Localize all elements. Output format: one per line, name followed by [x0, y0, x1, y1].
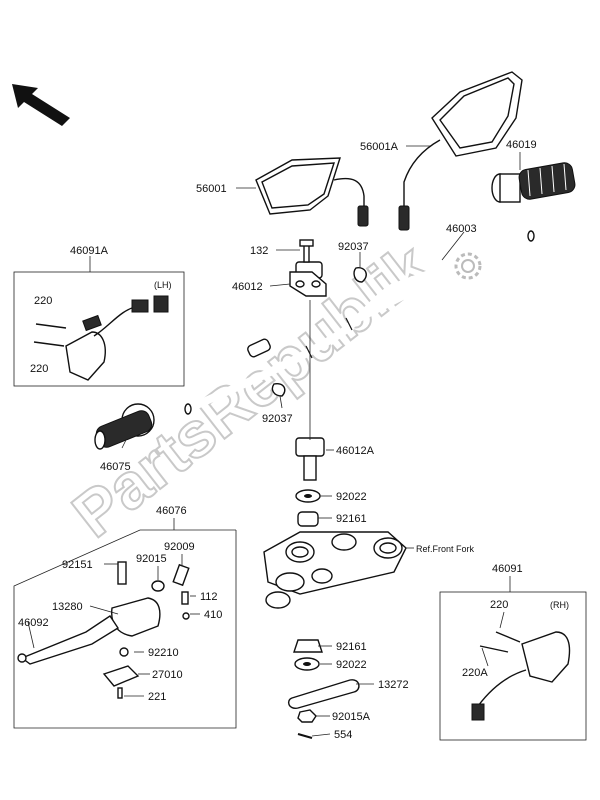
label-46091: 46091 — [492, 563, 523, 575]
label-92210: 92210 — [148, 647, 179, 659]
label-46012: 46012 — [232, 281, 263, 293]
mirror-right — [398, 71, 523, 231]
label-220a: 220A — [462, 667, 488, 679]
label-554: 554 — [334, 729, 352, 741]
label-46091a: 46091A — [70, 245, 109, 257]
label-220-bottom: 220 — [30, 363, 48, 375]
rh-switch-box — [439, 591, 587, 741]
leader-lines — [27, 145, 521, 737]
label-46003: 46003 — [446, 223, 477, 235]
label-92015: 92015 — [136, 553, 167, 565]
lh-switch-box — [13, 271, 185, 387]
nut-92015a — [297, 709, 317, 723]
label-46075: 46075 — [100, 461, 131, 473]
label-92151: 92151 — [62, 559, 93, 571]
label-13280: 13280 — [52, 601, 83, 613]
rubber-92161-top — [297, 511, 319, 527]
pin-554 — [297, 733, 313, 739]
label-56001: 56001 — [196, 183, 227, 195]
label-46092: 46092 — [18, 617, 49, 629]
lever-parts — [17, 561, 190, 699]
gear-icon — [454, 252, 482, 280]
lh-switch — [33, 295, 169, 381]
watermark: PartsRepublik — [58, 228, 444, 552]
label-rh: (RH) — [550, 600, 569, 610]
label-220-top: 220 — [34, 295, 52, 307]
label-92022-top: 92022 — [336, 491, 367, 503]
holder-lower — [271, 382, 325, 481]
label-132: 132 — [250, 245, 268, 257]
label-92161-bottom: 92161 — [336, 641, 367, 653]
label-13272: 13272 — [378, 679, 409, 691]
rubber-92161-bottom — [293, 639, 323, 653]
label-46019: 46019 — [506, 139, 537, 151]
mirror-left — [255, 157, 369, 227]
lever-box — [13, 529, 237, 729]
label-92037-bottom: 92037 — [262, 413, 293, 425]
label-221: 221 — [148, 691, 166, 703]
part-labels: 56001 56001A 46019 46003 132 92037 46012… — [18, 139, 569, 741]
label-92009: 92009 — [164, 541, 195, 553]
plate-13272 — [287, 679, 360, 709]
label-ref-front-fork: Ref.Front Fork — [416, 544, 475, 554]
label-92022-bottom: 92022 — [336, 659, 367, 671]
handlebar — [184, 230, 535, 415]
washer-92022-bottom — [294, 657, 320, 671]
label-410: 410 — [204, 609, 222, 621]
label-lh: (LH) — [154, 280, 172, 290]
label-92037-top: 92037 — [338, 241, 369, 253]
throttle-grip — [491, 162, 576, 203]
direction-arrow-icon — [12, 84, 70, 126]
label-112: 112 — [200, 591, 218, 603]
watermark-text: PartsRepublik — [59, 229, 443, 551]
label-46012a: 46012A — [336, 445, 375, 457]
label-220-rh: 220 — [490, 599, 508, 611]
left-grip — [94, 403, 155, 450]
label-56001a: 56001A — [360, 141, 399, 153]
label-92161-top: 92161 — [336, 513, 367, 525]
washer-92022-top — [295, 489, 321, 503]
label-46076: 46076 — [156, 505, 187, 517]
label-27010: 27010 — [152, 669, 183, 681]
upper-triple-clamp — [263, 531, 407, 609]
rh-switch — [471, 631, 571, 721]
label-92015a: 92015A — [332, 711, 371, 723]
holder-upper — [289, 239, 367, 297]
